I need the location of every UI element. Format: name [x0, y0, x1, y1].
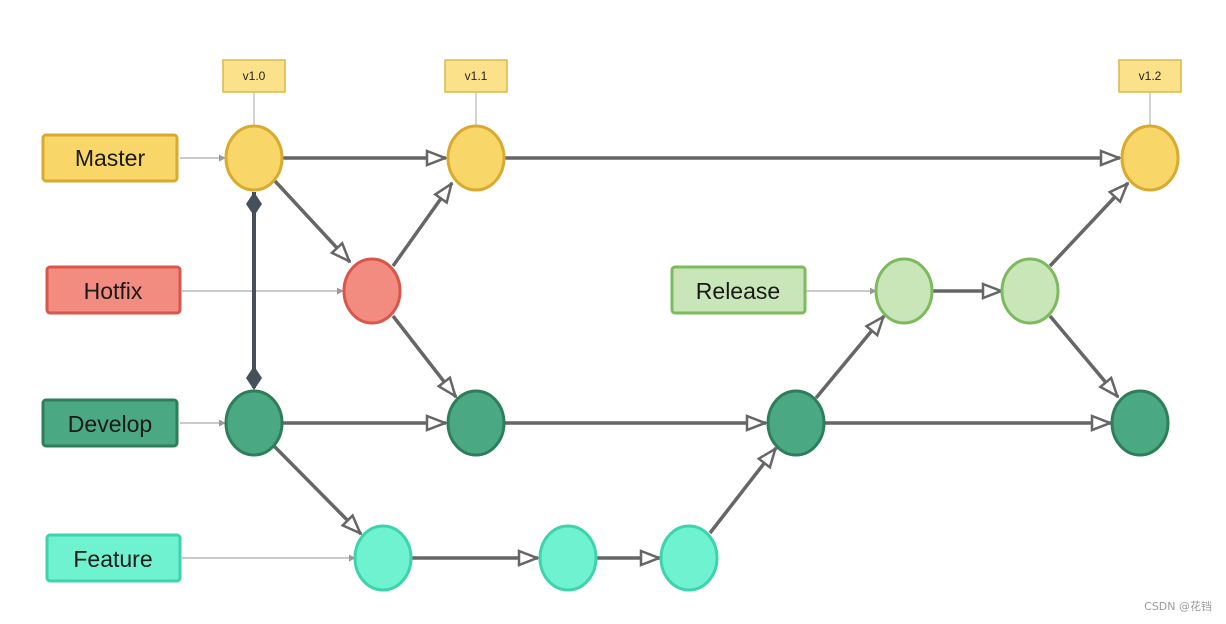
arrow-master-to-hotfix — [272, 178, 350, 262]
branch-label-hotfix-text: Hotfix — [84, 278, 143, 304]
branch-label-feature: Feature — [45, 533, 182, 583]
branch-label-feature-text: Feature — [73, 546, 152, 572]
branch-label-master: Master — [41, 133, 179, 183]
diamond-marker — [246, 366, 262, 390]
arrow-develop-to-feature — [272, 444, 361, 534]
commit-arrows — [272, 158, 1128, 558]
branch-label-develop: Develop — [41, 398, 179, 448]
tag-v1-2-text: v1.2 — [1139, 69, 1162, 83]
arrow-release-to-master — [1048, 183, 1128, 268]
commit-master-3 — [1120, 124, 1180, 192]
commit-feature-2 — [538, 524, 598, 592]
diamond-marker — [246, 192, 262, 216]
commit-feature-3 — [659, 524, 719, 592]
commit-release-1 — [874, 257, 934, 325]
tag-v1-1-text: v1.1 — [465, 69, 488, 83]
tag-v1-2: v1.2 — [1118, 59, 1182, 93]
branch-label-release: Release — [670, 265, 807, 315]
branch-label-hotfix: Hotfix — [45, 265, 182, 315]
arrow-release-to-develop — [1048, 314, 1118, 397]
commit-hotfix-1 — [342, 257, 402, 325]
arrow-develop-to-release — [814, 316, 884, 400]
branch-label-feature-box — [45, 533, 182, 583]
tag-v1-0: v1.0 — [222, 59, 286, 93]
watermark: CSDN @花铛 — [1144, 600, 1212, 613]
tag-v1-0-text: v1.0 — [243, 69, 266, 83]
arrow-feature-to-develop — [708, 448, 776, 535]
arrow-hotfix-to-master — [391, 183, 454, 268]
branch-label-master-box — [41, 133, 179, 183]
branch-label-develop-text: Develop — [68, 411, 152, 437]
branch-label-release-box — [670, 265, 807, 315]
commit-feature-1 — [353, 524, 413, 592]
tag-v1-1: v1.1 — [444, 59, 508, 93]
commit-develop-2 — [446, 389, 506, 457]
commit-master-2 — [446, 124, 506, 192]
branch-label-master-text: Master — [75, 145, 146, 171]
commit-master-1 — [224, 124, 284, 192]
branch-label-release-text: Release — [696, 278, 780, 304]
commit-develop-4 — [1110, 389, 1170, 457]
commit-develop-3 — [766, 389, 826, 457]
commit-develop-1 — [224, 389, 284, 457]
commits — [224, 124, 1180, 592]
commit-release-2 — [1000, 257, 1060, 325]
branch-label-develop-box — [41, 398, 179, 448]
branch-label-hotfix-box — [45, 265, 182, 315]
arrow-hotfix-to-develop — [391, 314, 456, 397]
